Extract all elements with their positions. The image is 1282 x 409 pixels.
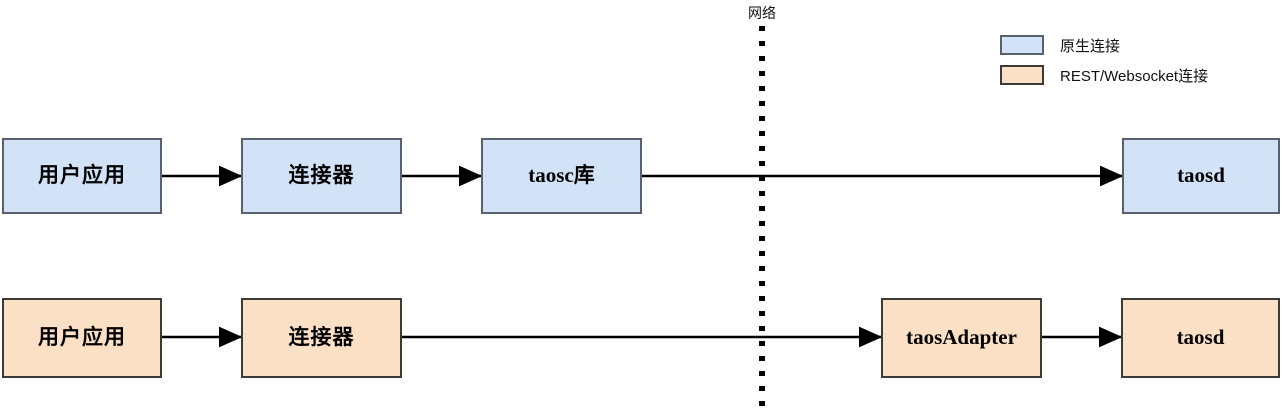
node-label-bottom-connector: 连接器 [288,326,355,350]
node-bottom-taosadapter: taosAdapter [881,298,1042,378]
node-top-taosc: taosc库 [481,138,642,214]
node-top-connector: 连接器 [241,138,402,214]
node-label-top-user-app: 用户应用 [38,164,126,188]
node-label-bottom-taosadapter: taosAdapter [906,325,1017,350]
node-label-top-connector: 连接器 [288,164,355,188]
node-label-bottom-taosd: taosd [1176,325,1225,350]
node-top-user-app: 用户应用 [2,138,162,214]
legend: 原生连接 REST/Websocket连接 [1000,30,1270,90]
legend-item-native: 原生连接 [1000,30,1270,60]
legend-swatch-rest-icon [1000,65,1044,85]
node-label-top-taosc: taosc库 [528,163,595,188]
legend-label-rest: REST/Websocket连接 [1060,67,1209,85]
network-divider-label: 网络 [748,5,776,21]
legend-label-native: 原生连接 [1060,37,1121,55]
node-bottom-connector: 连接器 [241,298,402,378]
node-bottom-user-app: 用户应用 [2,298,162,378]
node-label-top-taosd: taosd [1177,163,1225,188]
node-bottom-taosd: taosd [1121,298,1280,378]
node-label-bottom-user-app: 用户应用 [38,326,126,350]
network-divider-line [759,26,765,409]
legend-swatch-native-icon [1000,35,1044,55]
node-top-taosd: taosd [1122,138,1280,214]
legend-item-rest: REST/Websocket连接 [1000,60,1270,90]
